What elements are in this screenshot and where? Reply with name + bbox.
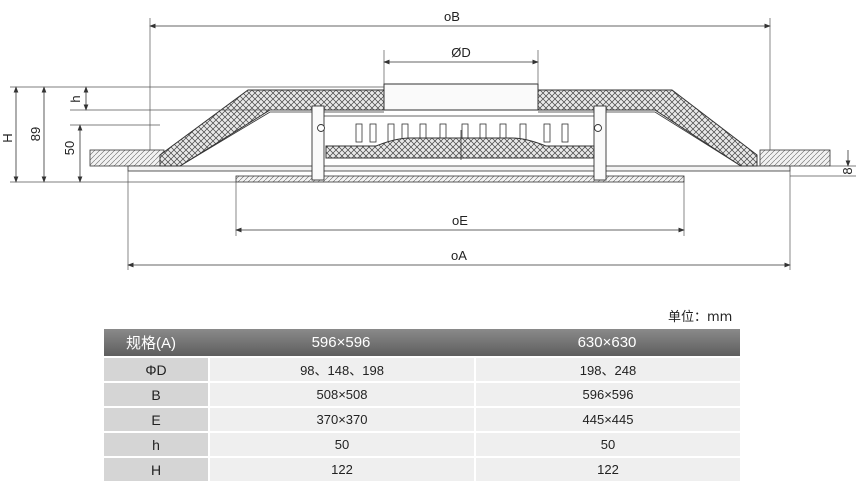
ceiling-board-left bbox=[89, 149, 165, 167]
dim-label-50: 50 bbox=[62, 141, 77, 155]
extension-lines bbox=[10, 18, 856, 270]
table-cell: 122 bbox=[474, 458, 740, 481]
table-cell: 50 bbox=[474, 433, 740, 456]
table-row: h 50 50 bbox=[104, 433, 740, 456]
table-row: ΦD 98、148、198 198、248 bbox=[104, 358, 740, 381]
table-cell: 98、148、198 bbox=[208, 358, 474, 381]
header-col-2: 630×630 bbox=[474, 329, 740, 356]
inner-sheet-left bbox=[179, 111, 384, 167]
table-cell: 596×596 bbox=[474, 383, 740, 406]
fastener-right bbox=[594, 124, 602, 132]
table-row: H 122 122 bbox=[104, 458, 740, 481]
table-row: B 508×508 596×596 bbox=[104, 383, 740, 406]
dim-label-8: 8 bbox=[840, 167, 855, 174]
spec-table: 规格(A) 596×596 630×630 ΦD 98、148、198 198、… bbox=[104, 327, 740, 483]
table-row: E 370×370 445×445 bbox=[104, 408, 740, 431]
table-cell: 445×445 bbox=[474, 408, 740, 431]
duct-collar bbox=[383, 83, 539, 111]
table-cell: 122 bbox=[208, 458, 474, 481]
dim-label-H: H bbox=[0, 133, 15, 142]
dim-label-E: oE bbox=[452, 213, 468, 228]
row-label: ΦD bbox=[104, 358, 208, 381]
dim-label-D: ØD bbox=[451, 45, 471, 60]
ceiling-board-right bbox=[759, 149, 831, 167]
table-cell: 198、248 bbox=[474, 358, 740, 381]
cross-section-drawing: oB ØD oE oA H 89 h 50 8 bbox=[0, 9, 856, 270]
row-label: E bbox=[104, 408, 208, 431]
header-col-1: 596×596 bbox=[208, 329, 474, 356]
face-plate bbox=[235, 175, 685, 183]
row-label: h bbox=[104, 433, 208, 456]
dim-label-h: h bbox=[68, 95, 83, 102]
support-post-right bbox=[593, 105, 607, 181]
support-post-left bbox=[311, 105, 325, 181]
unit-label: 单位：mm bbox=[668, 310, 733, 325]
panel-flange bbox=[127, 165, 791, 172]
table-cell: 50 bbox=[208, 433, 474, 456]
fastener-left bbox=[317, 124, 325, 132]
table-cell: 370×370 bbox=[208, 408, 474, 431]
diffuser-plate bbox=[325, 137, 595, 159]
row-label: B bbox=[104, 383, 208, 406]
table-cell: 508×508 bbox=[208, 383, 474, 406]
dim-label-A: oA bbox=[451, 248, 467, 263]
header-spec: 规格(A) bbox=[104, 329, 208, 356]
row-label: H bbox=[104, 458, 208, 481]
inner-sheet-right bbox=[538, 111, 742, 167]
spec-table-header: 规格(A) 596×596 630×630 bbox=[104, 329, 740, 356]
dim-label-89: 89 bbox=[28, 127, 43, 141]
dim-label-B: oB bbox=[444, 9, 460, 24]
